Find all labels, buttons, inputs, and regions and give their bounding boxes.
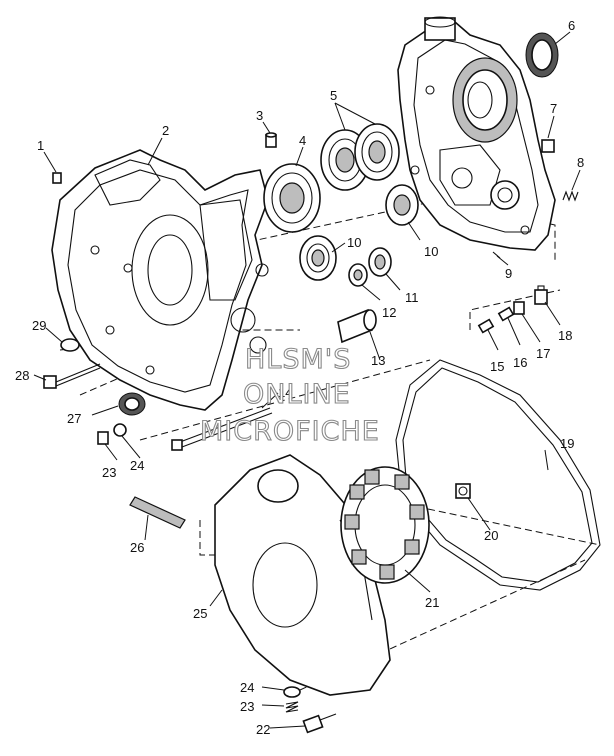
- part-10-bearing-lower: [299, 235, 337, 281]
- callout-3: 3: [256, 108, 263, 123]
- part-13-sleeve: [337, 308, 377, 344]
- callout-5: 5: [330, 88, 337, 103]
- crankcase-left-half: [51, 149, 269, 411]
- part-26-strip: [129, 496, 186, 529]
- callout-9: 9: [505, 266, 512, 281]
- callout-1: 1: [37, 138, 44, 153]
- callout-4: 4: [299, 133, 306, 148]
- callout-labels: 1 2 3 4 5 6 7 8 9 10 10 11 12 13 14 15 1…: [15, 18, 584, 737]
- part-7-dowel: [541, 139, 555, 153]
- part-10-bearing-upper: [385, 184, 419, 226]
- part-17-fitting: [513, 301, 525, 315]
- part-20-fitting: [455, 483, 471, 499]
- callout-7: 7: [550, 101, 557, 116]
- part-5-bearing-b: [354, 123, 400, 181]
- callout-20: 20: [484, 528, 498, 543]
- callout-25: 25: [193, 606, 207, 621]
- callout-24-upper: 24: [130, 458, 144, 473]
- part-14-bolt: [171, 407, 273, 451]
- part-3-dowel-pin: [265, 132, 277, 148]
- part-23-spring-lower: [285, 701, 299, 713]
- part-1-pin: [52, 172, 62, 184]
- watermark-line-2: ONLINE: [243, 379, 351, 410]
- callout-27: 27: [67, 411, 81, 426]
- callout-12: 12: [382, 305, 396, 320]
- callout-26: 26: [130, 540, 144, 555]
- callout-10-lower: 10: [424, 244, 438, 259]
- callout-10-upper: 10: [347, 235, 361, 250]
- part-12-seal: [348, 263, 368, 287]
- callout-28: 28: [15, 368, 29, 383]
- part-16-fitting: [497, 306, 515, 322]
- callout-11: 11: [405, 290, 419, 305]
- part-28-bolt: [43, 363, 101, 389]
- crankcase-right-half: [397, 16, 556, 251]
- part-24-washer-lower: [283, 686, 301, 698]
- watermark-line-1: HLSM'S: [245, 344, 351, 375]
- part-15-fitting: [477, 318, 495, 334]
- part-8-spring: [562, 190, 579, 202]
- part-18-fitting: [534, 285, 548, 305]
- part-22-bolt-lower: [302, 713, 337, 734]
- watermark: HLSM'S ONLINE MICROFICHE: [199, 343, 380, 447]
- callout-18: 18: [558, 328, 572, 343]
- callout-17: 17: [536, 346, 550, 361]
- callout-23-lower: 23: [240, 699, 254, 714]
- callout-2: 2: [162, 123, 169, 138]
- part-29-washer: [60, 338, 80, 352]
- callout-21: 21: [425, 595, 439, 610]
- callout-8: 8: [577, 155, 584, 170]
- watermark-line-3: MICROFICHE: [200, 416, 380, 447]
- part-24-washer-upper: [113, 423, 127, 437]
- part-4-bearing: [263, 163, 321, 233]
- callout-6: 6: [568, 18, 575, 33]
- part-19-gasket: [395, 359, 601, 591]
- part-11-bearing: [368, 247, 392, 277]
- callout-19: 19: [560, 436, 574, 451]
- part-6-oil-seal: [525, 32, 559, 78]
- part-23-bolt-upper: [97, 431, 109, 445]
- callout-24-lower: 24: [240, 680, 254, 695]
- callout-13: 13: [371, 353, 385, 368]
- part-21-flywheel: [340, 466, 430, 584]
- callout-23-upper: 23: [102, 465, 116, 480]
- part-27-plug: [118, 392, 146, 416]
- callout-16: 16: [513, 355, 527, 370]
- callout-14: 14: [278, 385, 292, 400]
- callout-15: 15: [490, 359, 504, 374]
- callout-29: 29: [32, 318, 46, 333]
- leader-lines: [33, 31, 581, 729]
- callout-22: 22: [256, 722, 270, 737]
